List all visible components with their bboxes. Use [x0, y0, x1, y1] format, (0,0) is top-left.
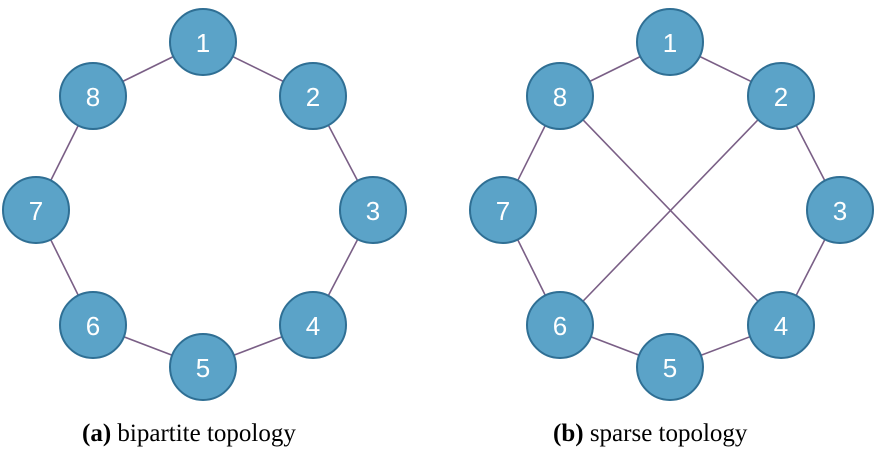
node-label: 8 — [553, 82, 567, 112]
node-label: 4 — [306, 311, 320, 341]
node-2: 2 — [747, 62, 815, 130]
node-circle — [636, 333, 704, 401]
node-4: 4 — [279, 291, 347, 359]
node-circle — [279, 291, 347, 359]
node-label: 1 — [196, 28, 210, 58]
edge-2-6 — [559, 95, 782, 326]
node-label: 6 — [553, 311, 567, 341]
node-5: 5 — [636, 333, 704, 401]
node-8: 8 — [59, 62, 127, 130]
bipartite-topology-diagram: 1 2 3 4 5 6 7 8 — [2, 8, 407, 401]
node-circle — [339, 176, 407, 244]
caption-text: sparse topology — [583, 420, 748, 447]
sparse-topology-diagram: 1 2 3 4 5 6 7 8 — [469, 8, 874, 401]
node-4: 4 — [747, 291, 815, 359]
node-label: 1 — [663, 28, 677, 58]
node-label: 6 — [86, 311, 100, 341]
node-circle — [806, 176, 874, 244]
node-3: 3 — [339, 176, 407, 244]
node-circle — [169, 333, 237, 401]
caption-bipartite: (a) bipartite topology — [82, 420, 296, 448]
node-circle — [279, 62, 347, 130]
node-circle — [469, 176, 537, 244]
node-1: 1 — [636, 8, 704, 76]
node-2: 2 — [279, 62, 347, 130]
node-circle — [59, 62, 127, 130]
node-circle — [2, 176, 70, 244]
node-label: 3 — [366, 196, 380, 226]
node-7: 7 — [2, 176, 70, 244]
node-label: 8 — [86, 82, 100, 112]
node-circle — [747, 291, 815, 359]
node-7: 7 — [469, 176, 537, 244]
caption-sparse: (b) sparse topology — [553, 420, 747, 448]
node-label: 5 — [196, 353, 210, 383]
node-8: 8 — [526, 62, 594, 130]
node-circle — [169, 8, 237, 76]
node-circle — [59, 291, 127, 359]
node-label: 2 — [306, 82, 320, 112]
node-label: 5 — [663, 353, 677, 383]
node-5: 5 — [169, 333, 237, 401]
node-label: 7 — [496, 196, 510, 226]
node-label: 2 — [774, 82, 788, 112]
node-circle — [747, 62, 815, 130]
node-circle — [636, 8, 704, 76]
node-circle — [526, 291, 594, 359]
node-label: 4 — [774, 311, 788, 341]
node-label: 7 — [29, 196, 43, 226]
caption-text: bipartite topology — [111, 420, 296, 447]
node-6: 6 — [59, 291, 127, 359]
node-label: 3 — [833, 196, 847, 226]
node-circle — [526, 62, 594, 130]
node-3: 3 — [806, 176, 874, 244]
caption-tag: (b) — [553, 420, 584, 447]
node-1: 1 — [169, 8, 237, 76]
node-6: 6 — [526, 291, 594, 359]
caption-tag: (a) — [82, 420, 112, 447]
